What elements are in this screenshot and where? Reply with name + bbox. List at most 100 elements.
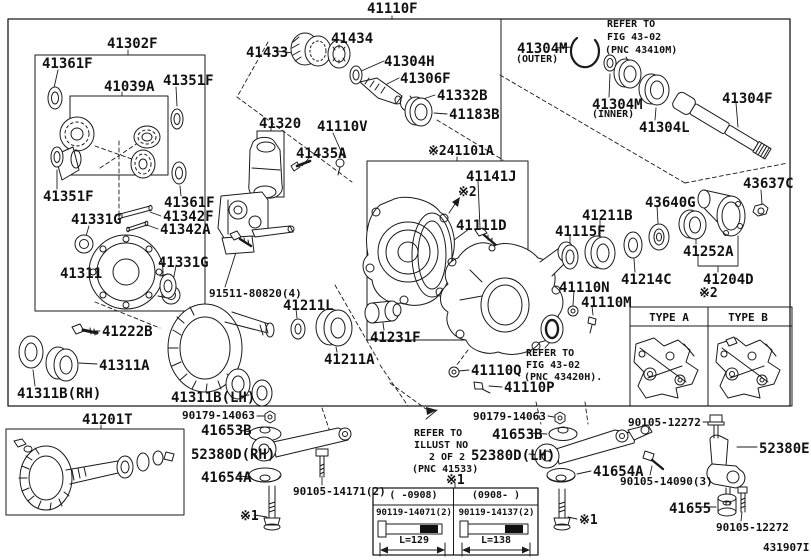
part-label-90105-14171: 90105-14171(2) — [293, 485, 386, 498]
part-41304H-seal — [349, 65, 363, 85]
ref-arrow — [452, 197, 460, 207]
part-label-41361F-b: 41361F — [164, 195, 215, 211]
part-41252A-bearing — [678, 209, 707, 240]
part-label-41320: 41320 — [259, 116, 302, 132]
part-label-41214C: 41214C — [621, 272, 672, 288]
part-41304M-inner-ring — [603, 54, 617, 72]
part-label-ref-241101A: ※241101A — [428, 144, 494, 159]
part-41039A-gear-kit — [54, 116, 161, 181]
type-a-sketch — [633, 337, 699, 399]
part-41304L-bearing — [638, 73, 670, 106]
part-label-41351F-a: 41351F — [163, 73, 214, 89]
part-label-41110N: 41110N — [559, 280, 610, 296]
part-label-41434: 41434 — [331, 31, 374, 47]
part-label-41653B-R: 41653B — [492, 427, 543, 443]
part-43640G-seal — [648, 223, 670, 251]
table-header-before-0908: ( -0908) — [389, 490, 438, 501]
table-bolt-drawing-right — [459, 520, 531, 557]
part-41110Q-bolt — [448, 366, 460, 378]
table-bolt-drawing-left — [377, 520, 446, 557]
part-label-41306F: 41306F — [400, 71, 451, 87]
part-label-41311: 41311 — [60, 266, 103, 282]
part-41183B-bearing — [404, 96, 433, 127]
part-label-41361F-a: 41361F — [42, 56, 93, 72]
part-label-41110Q: 41110Q — [471, 363, 522, 379]
part-41141J-bolt — [474, 227, 499, 248]
part-41110N-nut — [567, 305, 579, 317]
part-label-41211A: 41211A — [324, 352, 375, 368]
part-41201T-final-drive — [13, 438, 175, 511]
part-41115F-race — [561, 244, 579, 270]
part-label-41204D: 41204D — [703, 272, 754, 288]
part-label-refer1-l3: (PNC 43410M) — [605, 45, 678, 56]
part-label-41311B-RH: 41311B(RH) — [17, 386, 102, 402]
part-label-43637C: 43637C — [743, 176, 794, 192]
part-41653B-cushion-R — [548, 426, 578, 441]
part-41433-coupling — [290, 32, 332, 67]
part-41434-sleeve — [327, 39, 351, 69]
part-label-41654A-L: 41654A — [201, 470, 252, 486]
part-label-41183B: 41183B — [449, 107, 500, 123]
box-type — [629, 306, 793, 407]
part-label-43640G: 43640G — [645, 195, 696, 211]
part-43637C-plug — [752, 203, 769, 217]
part-label-41110V: 41110V — [317, 119, 368, 135]
part-label-refer3-l3: 2 OF 2 — [429, 452, 466, 463]
part-52380D-RH-bracket — [251, 427, 352, 462]
part-label-41110F: 41110F — [367, 1, 418, 17]
part-label-41332B: 41332B — [437, 88, 488, 104]
part-41110P-bolt — [473, 381, 491, 394]
part-label-41115F: 41115F — [555, 224, 606, 240]
part-label-41201T: 41201T — [82, 412, 133, 428]
part-41222B-bolt — [71, 323, 99, 336]
type-a-header: TYPE A — [649, 311, 689, 324]
part-41435A-bolt — [290, 159, 312, 172]
part-label-41304M-outer-sub: (OUTER) — [516, 54, 559, 65]
part-label-refer2-l2: FIG 43-02 — [526, 360, 581, 371]
part-41311B-RH-rings — [18, 335, 79, 382]
part-label-mark2-b: ※2 — [699, 286, 718, 301]
part-label-52380E: 52380E — [759, 441, 810, 457]
part-41342-pins — [118, 204, 153, 233]
part-label-52380D-RH: 52380D(RH) — [191, 447, 276, 463]
part-main-bolt-L — [263, 485, 281, 531]
part-label-41435A: 41435A — [296, 146, 347, 162]
part-label-90105-12272-U: 90105-12272 — [628, 416, 701, 429]
part-label-41311B-LH: 41311B(LH) — [171, 390, 256, 406]
part-label-52380D-LH: 52380D(LH) — [471, 448, 556, 464]
part-label-refer2-l3: (PNC 43420H). — [524, 372, 603, 383]
part-41211A-bearing — [315, 308, 353, 347]
page-flag-icon — [425, 407, 438, 420]
part-label-41304M-outer: 41304M — [517, 41, 568, 57]
part-label-41655: 41655 — [669, 501, 712, 517]
part-label-41351F-b: 41351F — [43, 189, 94, 205]
part-41304M-outer-snap-ring — [569, 36, 601, 69]
part-label-41110M: 41110M — [581, 295, 632, 311]
part-label-41302F: 41302F — [107, 36, 158, 52]
type-b-sketch — [715, 336, 781, 399]
part-label-41304M-inner-sub: (INNER) — [592, 109, 635, 120]
part-90105-12272-bolt-U — [707, 414, 725, 439]
part-label-41653B-L: 41653B — [201, 423, 252, 439]
part-label-mark1-C: ※1 — [446, 473, 465, 488]
table-header-after-0908: (0908- ) — [471, 490, 521, 501]
part-label-41211L: 41211L — [283, 298, 334, 314]
part-label-refer2-l1: REFER TO — [526, 348, 575, 359]
part-90179-nut-R — [554, 411, 566, 425]
part-41211L-washer — [290, 318, 306, 340]
part-label-refer3-l4: (PNC 41533) — [412, 464, 479, 475]
part-label-refer3-l2: ILLUST NO — [414, 440, 469, 451]
part-carrier-case-A — [362, 196, 456, 306]
part-label-refer1-l2: FIG 43-02 — [607, 32, 662, 43]
part-label-41111D: 41111D — [456, 218, 507, 234]
part-label-drawing-no: 431907I — [763, 541, 810, 554]
part-label-refer3-l1: REFER TO — [414, 428, 463, 439]
box-41302F — [34, 54, 206, 312]
part-label-41252A: 41252A — [683, 244, 734, 260]
part-41655-cap — [717, 493, 737, 517]
part-41304F-shaft — [672, 91, 772, 160]
part-label-41342F: 41342F — [163, 209, 214, 225]
main-frame — [7, 18, 791, 407]
part-label-41311A: 41311A — [99, 358, 150, 374]
table-length-138: L=138 — [480, 535, 512, 546]
